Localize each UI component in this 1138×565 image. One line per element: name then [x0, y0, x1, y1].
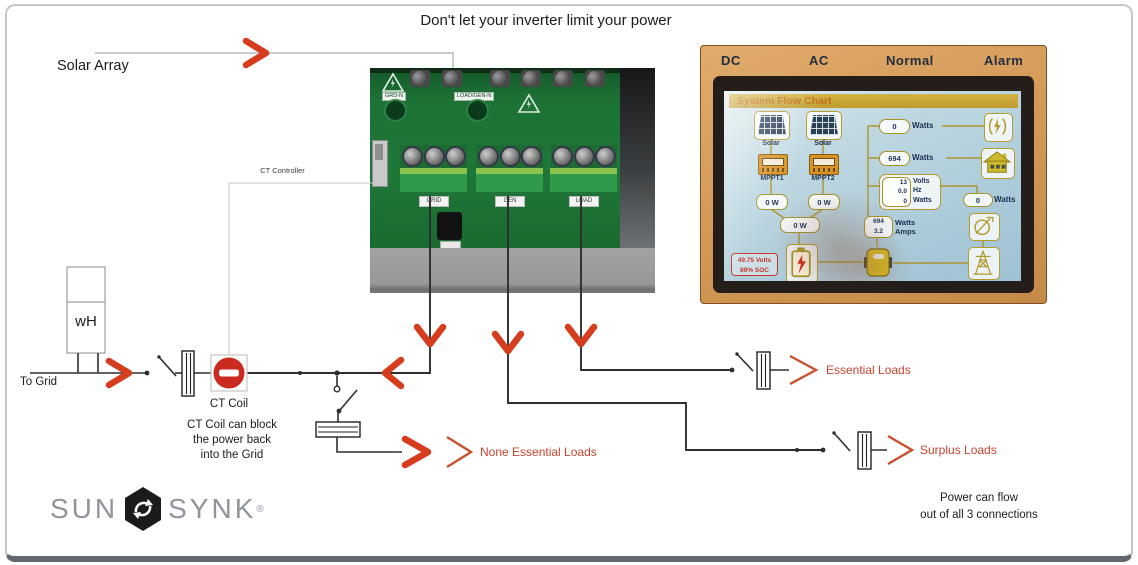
warning-triangle-icon — [517, 93, 541, 113]
solar-array-label: Solar Array — [57, 58, 129, 74]
grid-watts-value: 0 — [903, 197, 907, 205]
logo-synk-text: SYNK — [168, 493, 257, 524]
load-watts-unit: Watts — [912, 153, 934, 162]
ct-coil-label: CT Coil — [209, 398, 249, 410]
page-border — [5, 4, 1133, 562]
terminal-block-load — [550, 145, 617, 192]
mppt1-label: MPPT1 — [760, 175, 784, 182]
battery-status-box: 49.75 Volts 89% SOC — [731, 253, 778, 276]
footer-note-line1: Power can flow — [940, 492, 1018, 504]
lcd-bezel-frame: System Flow Chart — [713, 76, 1034, 293]
gen-watts-pill: 0 — [879, 119, 910, 134]
surplus-loads-label: Surplus Loads — [920, 443, 997, 457]
ct-watts-pill: 0 — [963, 193, 993, 207]
mppt2-label: MPPT2 — [811, 175, 835, 182]
mppt1-power-pill: 0 W — [756, 194, 788, 210]
solar-panel-icon — [806, 111, 842, 140]
grid-pylon-icon — [968, 247, 1000, 280]
inverter-amps-value: 3.2 — [873, 228, 884, 235]
inverter-amps-unit: Amps — [895, 227, 916, 236]
meter-wh-label: wH — [75, 313, 97, 330]
footer-note: Power can flow out of all 3 connections — [898, 490, 1060, 524]
generator-icon — [984, 113, 1013, 142]
solar2-label: Solar — [814, 140, 832, 147]
solar1-label: Solar — [762, 140, 780, 147]
lcd-alarm-label: Alarm — [984, 53, 1024, 68]
pcb-screw — [553, 70, 573, 87]
ct-coil-note-line1: CT Coil can block — [187, 419, 277, 431]
pcb-screw — [442, 70, 462, 87]
load-terminal-label: LOAD — [569, 196, 599, 207]
grid-terminal-label: GRID — [419, 196, 449, 207]
load-watts-pill: 694 — [879, 151, 910, 166]
ct-coil-note-line2: the power back — [193, 434, 271, 446]
lcd-normal-label: Normal — [886, 53, 934, 68]
essential-loads-label: Essential Loads — [826, 363, 911, 377]
house-icon — [981, 148, 1015, 179]
pcb-screw — [585, 70, 605, 87]
pcb-green-board: GRD-N LOAD/GEN-N GRID GEN LOAD — [370, 68, 630, 250]
footer-note-line2: out of all 3 connections — [920, 509, 1038, 521]
load-gen-n-hole — [468, 101, 487, 120]
system-flow-chart-screen: System Flow Chart — [724, 91, 1021, 281]
inverter-watts-value: 694 — [873, 218, 884, 225]
inverter-terminal-pcb-photo: GRD-N LOAD/GEN-N GRID GEN LOAD — [370, 68, 655, 293]
gen-terminal-label: GEN — [495, 196, 525, 207]
rj45-jack — [437, 212, 462, 240]
sunsynk-logo: SUN SYNK ® — [50, 486, 264, 532]
pcb-mounting-surface — [370, 248, 655, 293]
mppt2-icon — [809, 154, 839, 175]
ct-watts-unit: Watts — [994, 195, 1016, 204]
inverter-watts-unit: Watts — [895, 218, 916, 227]
grid-volts-value: 13 — [899, 179, 907, 186]
grd-n-label: GRD-N — [382, 92, 407, 101]
gen-watts-unit: Watts — [912, 121, 934, 130]
grd-n-hole — [386, 101, 405, 120]
pcb-screw — [490, 70, 510, 87]
lcd-dc-label: DC — [721, 53, 741, 68]
grid-watts-unit: Watts — [913, 196, 932, 204]
solar-panel-icon — [754, 111, 790, 140]
pcb-shadow-edge — [620, 68, 655, 248]
grid-info-box: 13 0.0 0 Volts Hz Watts — [879, 174, 941, 210]
sunsynk-hexagon-icon — [125, 487, 162, 531]
logo-sun-text: SUN — [50, 493, 119, 524]
terminal-block-gen — [476, 145, 543, 192]
pcb-screw — [410, 70, 430, 87]
mppt2-power-pill: 0 W — [808, 194, 840, 210]
logo-registered-mark: ® — [256, 503, 264, 515]
to-grid-label: To Grid — [20, 376, 58, 388]
pv-total-pill: 0 W — [780, 217, 820, 233]
inverter-lcd-photo: DC AC Normal Alarm System Flow Chart — [700, 45, 1047, 304]
battery-volts: 49.75 Volts — [737, 257, 772, 264]
grid-volts-unit: Volts — [913, 178, 930, 185]
inverter-power-pill: 694 3.2 — [864, 216, 893, 238]
ct-coil-note: CT Coil can block the power back into th… — [172, 418, 292, 463]
grid-hz-unit: Hz — [913, 187, 922, 195]
ct-coil-note-line3: into the Grid — [200, 449, 264, 461]
lcd-ac-label: AC — [809, 53, 829, 68]
warning-triangle-icon — [381, 72, 405, 92]
battery-icon — [786, 244, 818, 281]
mppt1-icon — [758, 154, 788, 175]
load-gen-n-label: LOAD/GEN-N — [454, 92, 495, 101]
inverter-icon — [863, 247, 893, 278]
terminal-block-grid — [400, 145, 467, 192]
pcb-side-connector — [372, 140, 388, 187]
page-title: Don't let your inverter limit your power — [420, 12, 672, 29]
none-essential-loads-label: None Essential Loads — [480, 445, 597, 459]
pcb-screw — [521, 70, 541, 87]
battery-soc: 89% SOC — [740, 267, 769, 274]
ct-clamp-icon — [969, 213, 1000, 241]
ct-controller-label: CT Controller — [260, 166, 305, 175]
grid-hz-value: 0.0 — [897, 188, 907, 196]
